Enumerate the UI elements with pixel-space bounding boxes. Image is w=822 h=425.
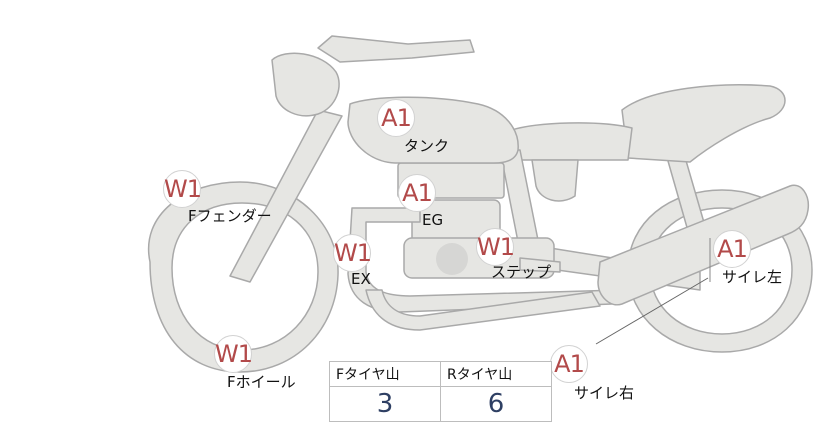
seat xyxy=(511,122,633,161)
label-front-fender: Fフェンダー xyxy=(188,207,272,225)
label-engine: EG xyxy=(422,211,444,229)
engine-cover xyxy=(436,243,468,275)
marker-front-fender[interactable]: W1 xyxy=(163,170,202,208)
front-tire-header: Fタイヤ山 xyxy=(329,361,441,387)
tire-table-header-row: Fタイヤ山 Rタイヤ山 xyxy=(329,361,552,387)
headlight xyxy=(271,52,340,117)
marker-front-wheel[interactable]: W1 xyxy=(214,335,253,373)
label-silencer-left: サイレ左 xyxy=(722,268,783,286)
label-step: ステップ xyxy=(491,263,552,281)
lower-exhaust xyxy=(365,289,601,331)
muffler xyxy=(597,184,810,306)
callout-line xyxy=(595,277,709,345)
front-fork xyxy=(229,109,343,283)
rear-tire-value: 6 xyxy=(440,386,552,422)
label-silencer-right: サイレ右 xyxy=(574,384,635,402)
tire-tread-table: Fタイヤ山 Rタイヤ山 3 6 xyxy=(329,361,552,422)
marker-step[interactable]: W1 xyxy=(476,228,515,266)
tire-table-value-row: 3 6 xyxy=(329,386,552,422)
side-panel xyxy=(531,159,579,202)
marker-exhaust[interactable]: W1 xyxy=(333,234,372,272)
marker-engine[interactable]: A1 xyxy=(398,174,436,212)
front-tire-value: 3 xyxy=(329,386,441,422)
label-exhaust: EX xyxy=(351,270,371,288)
label-tank: タンク xyxy=(404,137,450,155)
footrest xyxy=(519,257,561,273)
marker-silencer-left[interactable]: A1 xyxy=(713,230,751,268)
rear-fender xyxy=(621,84,786,163)
marker-tank[interactable]: A1 xyxy=(377,99,415,137)
handlebar xyxy=(317,35,475,63)
label-front-wheel: Fホイール xyxy=(227,373,296,391)
marker-silencer-right[interactable]: A1 xyxy=(550,345,588,383)
rear-tire-header: Rタイヤ山 xyxy=(440,361,552,387)
